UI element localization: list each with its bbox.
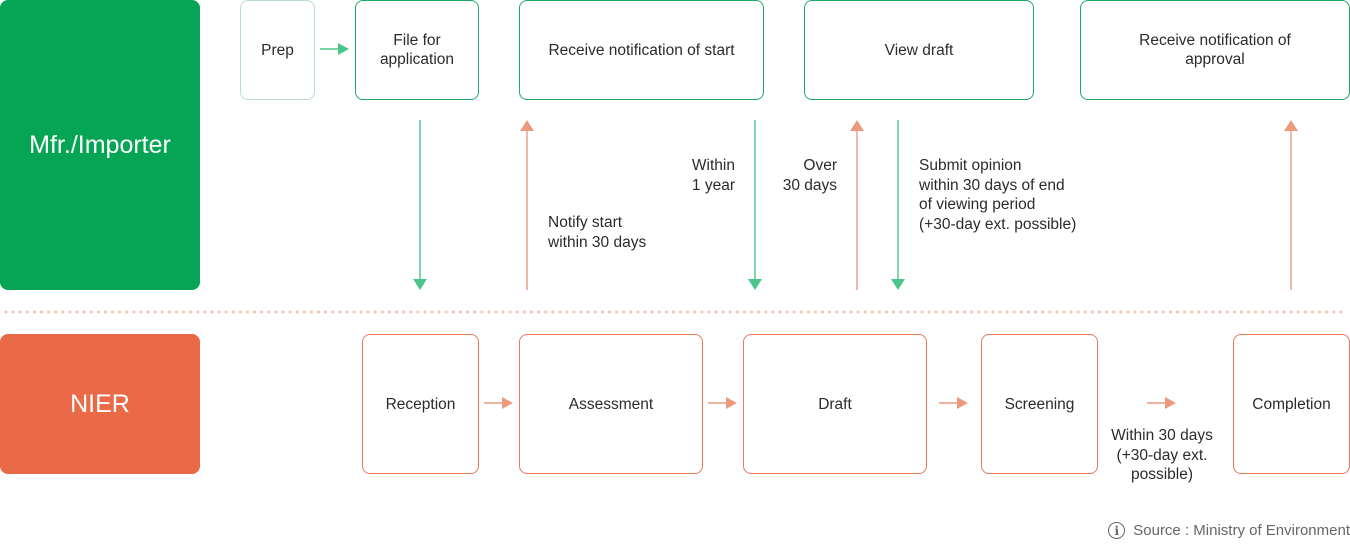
arrow-screening-to-completion [1147, 397, 1176, 409]
annotation-notify-start: Notify start within 30 days [548, 214, 647, 251]
annotation-screening-time: Within 30 days (+30-day ext. possible) [1111, 427, 1213, 483]
source-text: Source : Ministry of Environment [1133, 522, 1350, 539]
step-assessment: Assessment [519, 334, 703, 474]
arrow-draft-to-screening [939, 397, 968, 409]
arrow-submit-opinion-down [891, 120, 905, 290]
info-icon: i [1108, 522, 1126, 539]
lane-nier: NIER [0, 334, 200, 474]
step-label: Draft [818, 395, 852, 413]
arrow-file-to-reception [413, 120, 427, 290]
step-file-application: File for application [355, 0, 479, 100]
annotation-over-30-days: Over 30 days [782, 157, 837, 194]
arrow-within-year-down [748, 120, 762, 290]
step-draft: Draft [743, 334, 927, 474]
step-reception: Reception [362, 334, 479, 474]
annotation-submit-opinion: Submit opinion within 30 days of end of … [919, 157, 1077, 233]
arrow-notify-start-up [520, 120, 534, 290]
step-label: Screening [1004, 395, 1075, 413]
arrow-assessment-to-draft [708, 397, 737, 409]
arrow-reception-to-assessment [484, 397, 513, 409]
step-receive-notification-approval: Receive notification of approval [1080, 0, 1350, 100]
arrow-over-30-up [850, 120, 864, 290]
step-prep: Prep [240, 0, 315, 100]
step-receive-notification-start: Receive notification of start [519, 0, 764, 100]
lane-mfr-importer: Mfr./Importer [0, 0, 200, 290]
step-label: Prep [261, 41, 294, 59]
step-view-draft: View draft [804, 0, 1034, 100]
lane-label: Mfr./Importer [29, 130, 171, 159]
arrow-approval-up [1284, 120, 1298, 290]
step-label: Receive notification of approval [1139, 32, 1291, 68]
step-label: View draft [884, 41, 954, 59]
step-label: Completion [1252, 395, 1331, 413]
lane-label: NIER [70, 389, 130, 418]
step-screening: Screening [981, 334, 1098, 474]
annotation-within-year: Within 1 year [691, 157, 735, 194]
step-completion: Completion [1233, 334, 1350, 474]
source-note: i Source : Ministry of Environment [1108, 522, 1350, 539]
step-label: File for application [379, 32, 455, 68]
step-label: Assessment [568, 395, 654, 413]
step-label: Reception [385, 395, 456, 413]
step-label: Receive notification of start [548, 41, 735, 59]
arrow-prep-to-file [320, 43, 349, 55]
